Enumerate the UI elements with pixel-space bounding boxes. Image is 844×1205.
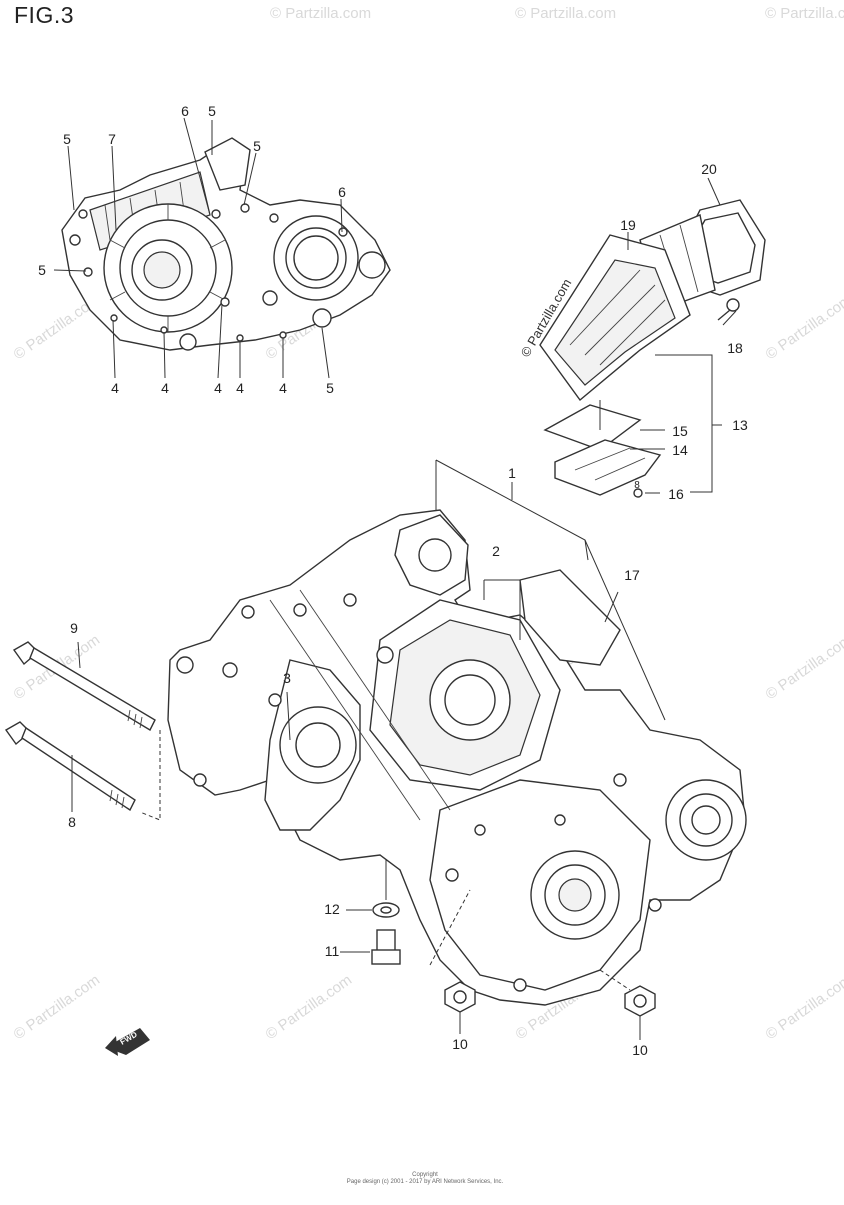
watermark: © Partzilla.com [263,971,356,1043]
part-label-15: 15 [672,423,688,439]
copyright-line: Page design (c) 2001 - 2017 by ARI Netwo… [346,1179,504,1185]
forward-arrow-icon: FWD [105,1028,150,1056]
part-label-11: 11 [325,943,340,959]
copyright-footer: Copyright Page design (c) 2001 - 2017 by… [300,1172,550,1186]
watermark: © Partzilla.com [515,5,616,22]
part-label-4: 4 [161,380,169,396]
part-label-4: 4 [279,380,287,396]
part-label-9: 9 [70,620,78,636]
part-label-8: 8 [68,814,76,830]
watermark: © Partzilla.com [763,971,844,1043]
watermark: © Partzilla.com [270,5,371,22]
part-label-7: 7 [108,131,116,147]
watermark: © Partzilla.com [763,631,844,703]
part-label-6: 6 [181,103,189,119]
part-label-4: 4 [214,380,222,396]
part-label-5: 5 [208,103,216,119]
part-label-4: 4 [236,380,244,396]
watermark: © Partzilla.com [11,971,104,1043]
part-label-3: 3 [283,670,291,686]
copyright-line: Copyright [412,1172,438,1178]
part-label-10: 10 [632,1042,648,1058]
part-label-19: 19 [620,217,636,233]
part-label-2: 2 [492,543,500,559]
part-label-17: 17 [624,567,640,583]
watermark: © Partzilla.com [765,5,844,22]
reed-valve-assembly [539,199,766,498]
part-label-5: 5 [326,380,334,396]
part-label-5: 5 [253,138,261,154]
part-label-13: 13 [732,417,748,433]
part-number-labels: 6 5 5 7 5 6 5 4 4 4 4 4 5 20 19 18 15 13… [38,103,748,1058]
part-label-16: 16 [668,486,684,502]
leaders-top-left [53,117,343,379]
part-label-5: 5 [63,131,71,147]
small-fasteners [371,902,656,1017]
part-label-1: 1 [508,465,516,481]
part-label-6: 6 [338,184,346,200]
part-label-4: 4 [111,380,119,396]
figure-title: FIG.3 [14,2,75,28]
part-label-20: 20 [701,161,717,177]
crankcase-main [167,509,747,1006]
part-label-12: 12 [324,901,340,917]
part-label-5: 5 [38,262,46,278]
crankcase-half-top [61,137,391,351]
watermark: © Partzilla.com [763,291,844,363]
part-label-14: 14 [672,442,688,458]
leaders-main [71,459,666,1040]
part-label-8-small: 8 [634,480,640,491]
leaders-reed [599,177,737,494]
part-label-18: 18 [727,340,743,356]
part-label-10: 10 [452,1036,468,1052]
long-bolts [4,641,156,812]
